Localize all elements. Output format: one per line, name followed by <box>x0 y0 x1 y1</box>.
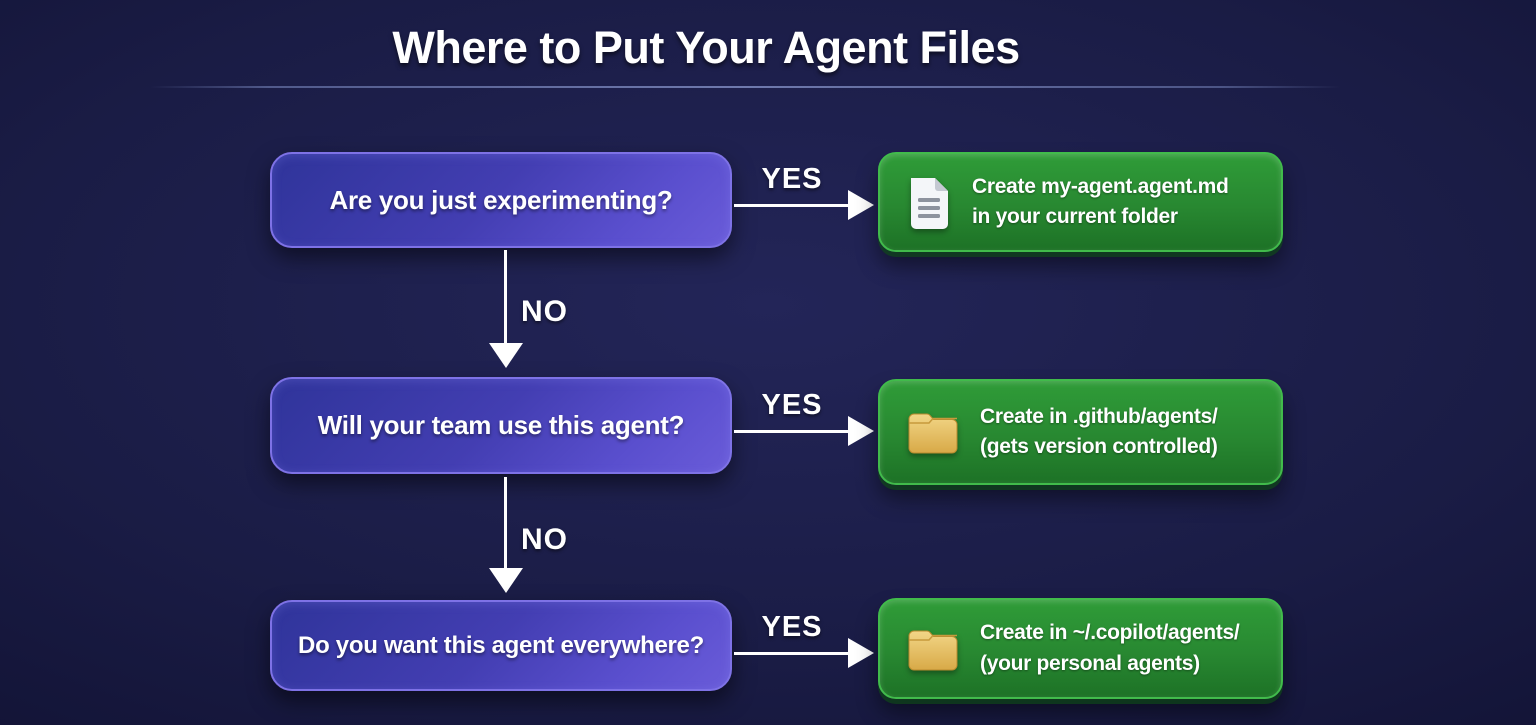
question-text: Do you want this agent everywhere? <box>298 631 704 659</box>
arrow-right-icon <box>848 190 874 220</box>
page-title: Where to Put Your Agent Files <box>392 22 1020 73</box>
document-icon <box>906 174 952 230</box>
arrow-right-icon <box>848 638 874 668</box>
question-box-experimenting: Are you just experimenting? <box>270 152 732 248</box>
result-box-copilot-agents: Create in ~/.copilot/agents/ (your perso… <box>878 598 1283 699</box>
question-text: Are you just experimenting? <box>329 184 673 215</box>
yes-connector-2: YES <box>734 389 876 446</box>
arrow-line <box>734 652 850 655</box>
yes-label: YES <box>761 163 823 195</box>
arrow-line <box>504 477 507 570</box>
question-box-team-use: Will your team use this agent? <box>270 377 732 474</box>
folder-icon <box>906 626 960 672</box>
no-label: NO <box>521 295 568 328</box>
no-connector-2: NO <box>489 477 567 593</box>
arrow-right-icon <box>848 416 874 446</box>
folder-icon <box>906 409 960 455</box>
result-box-github-agents: Create in .github/agents/ (gets version … <box>878 379 1283 485</box>
arrow-line <box>734 430 850 433</box>
result-line-2: (your personal agents) <box>980 651 1200 675</box>
question-box-agent-everywhere: Do you want this agent everywhere? <box>270 600 732 691</box>
result-text: Create in .github/agents/ (gets version … <box>980 402 1218 463</box>
arrow-line <box>734 204 850 207</box>
result-line-2: (gets version controlled) <box>980 435 1218 458</box>
result-line-2: in your current folder <box>972 205 1178 228</box>
question-text: Will your team use this agent? <box>317 410 685 440</box>
result-line-1: Create in .github/agents/ <box>980 404 1218 428</box>
arrow-line <box>504 250 507 345</box>
result-box-current-folder: Create my-agent.agent.md in your current… <box>878 152 1283 252</box>
no-label: NO <box>521 523 568 556</box>
title-divider <box>150 86 1340 88</box>
result-line-1: Create in ~/.copilot/agents/ <box>980 621 1240 645</box>
result-text: Create my-agent.agent.md in your current… <box>972 172 1229 233</box>
arrow-down-icon <box>489 568 523 593</box>
result-text: Create in ~/.copilot/agents/ (your perso… <box>980 618 1240 679</box>
yes-label: YES <box>761 389 823 421</box>
result-line-1: Create my-agent.agent.md <box>972 174 1229 198</box>
yes-label: YES <box>761 611 823 643</box>
no-connector-1: NO <box>489 250 567 368</box>
arrow-down-icon <box>489 343 523 368</box>
yes-connector-1: YES <box>734 163 876 220</box>
yes-connector-3: YES <box>734 611 876 668</box>
